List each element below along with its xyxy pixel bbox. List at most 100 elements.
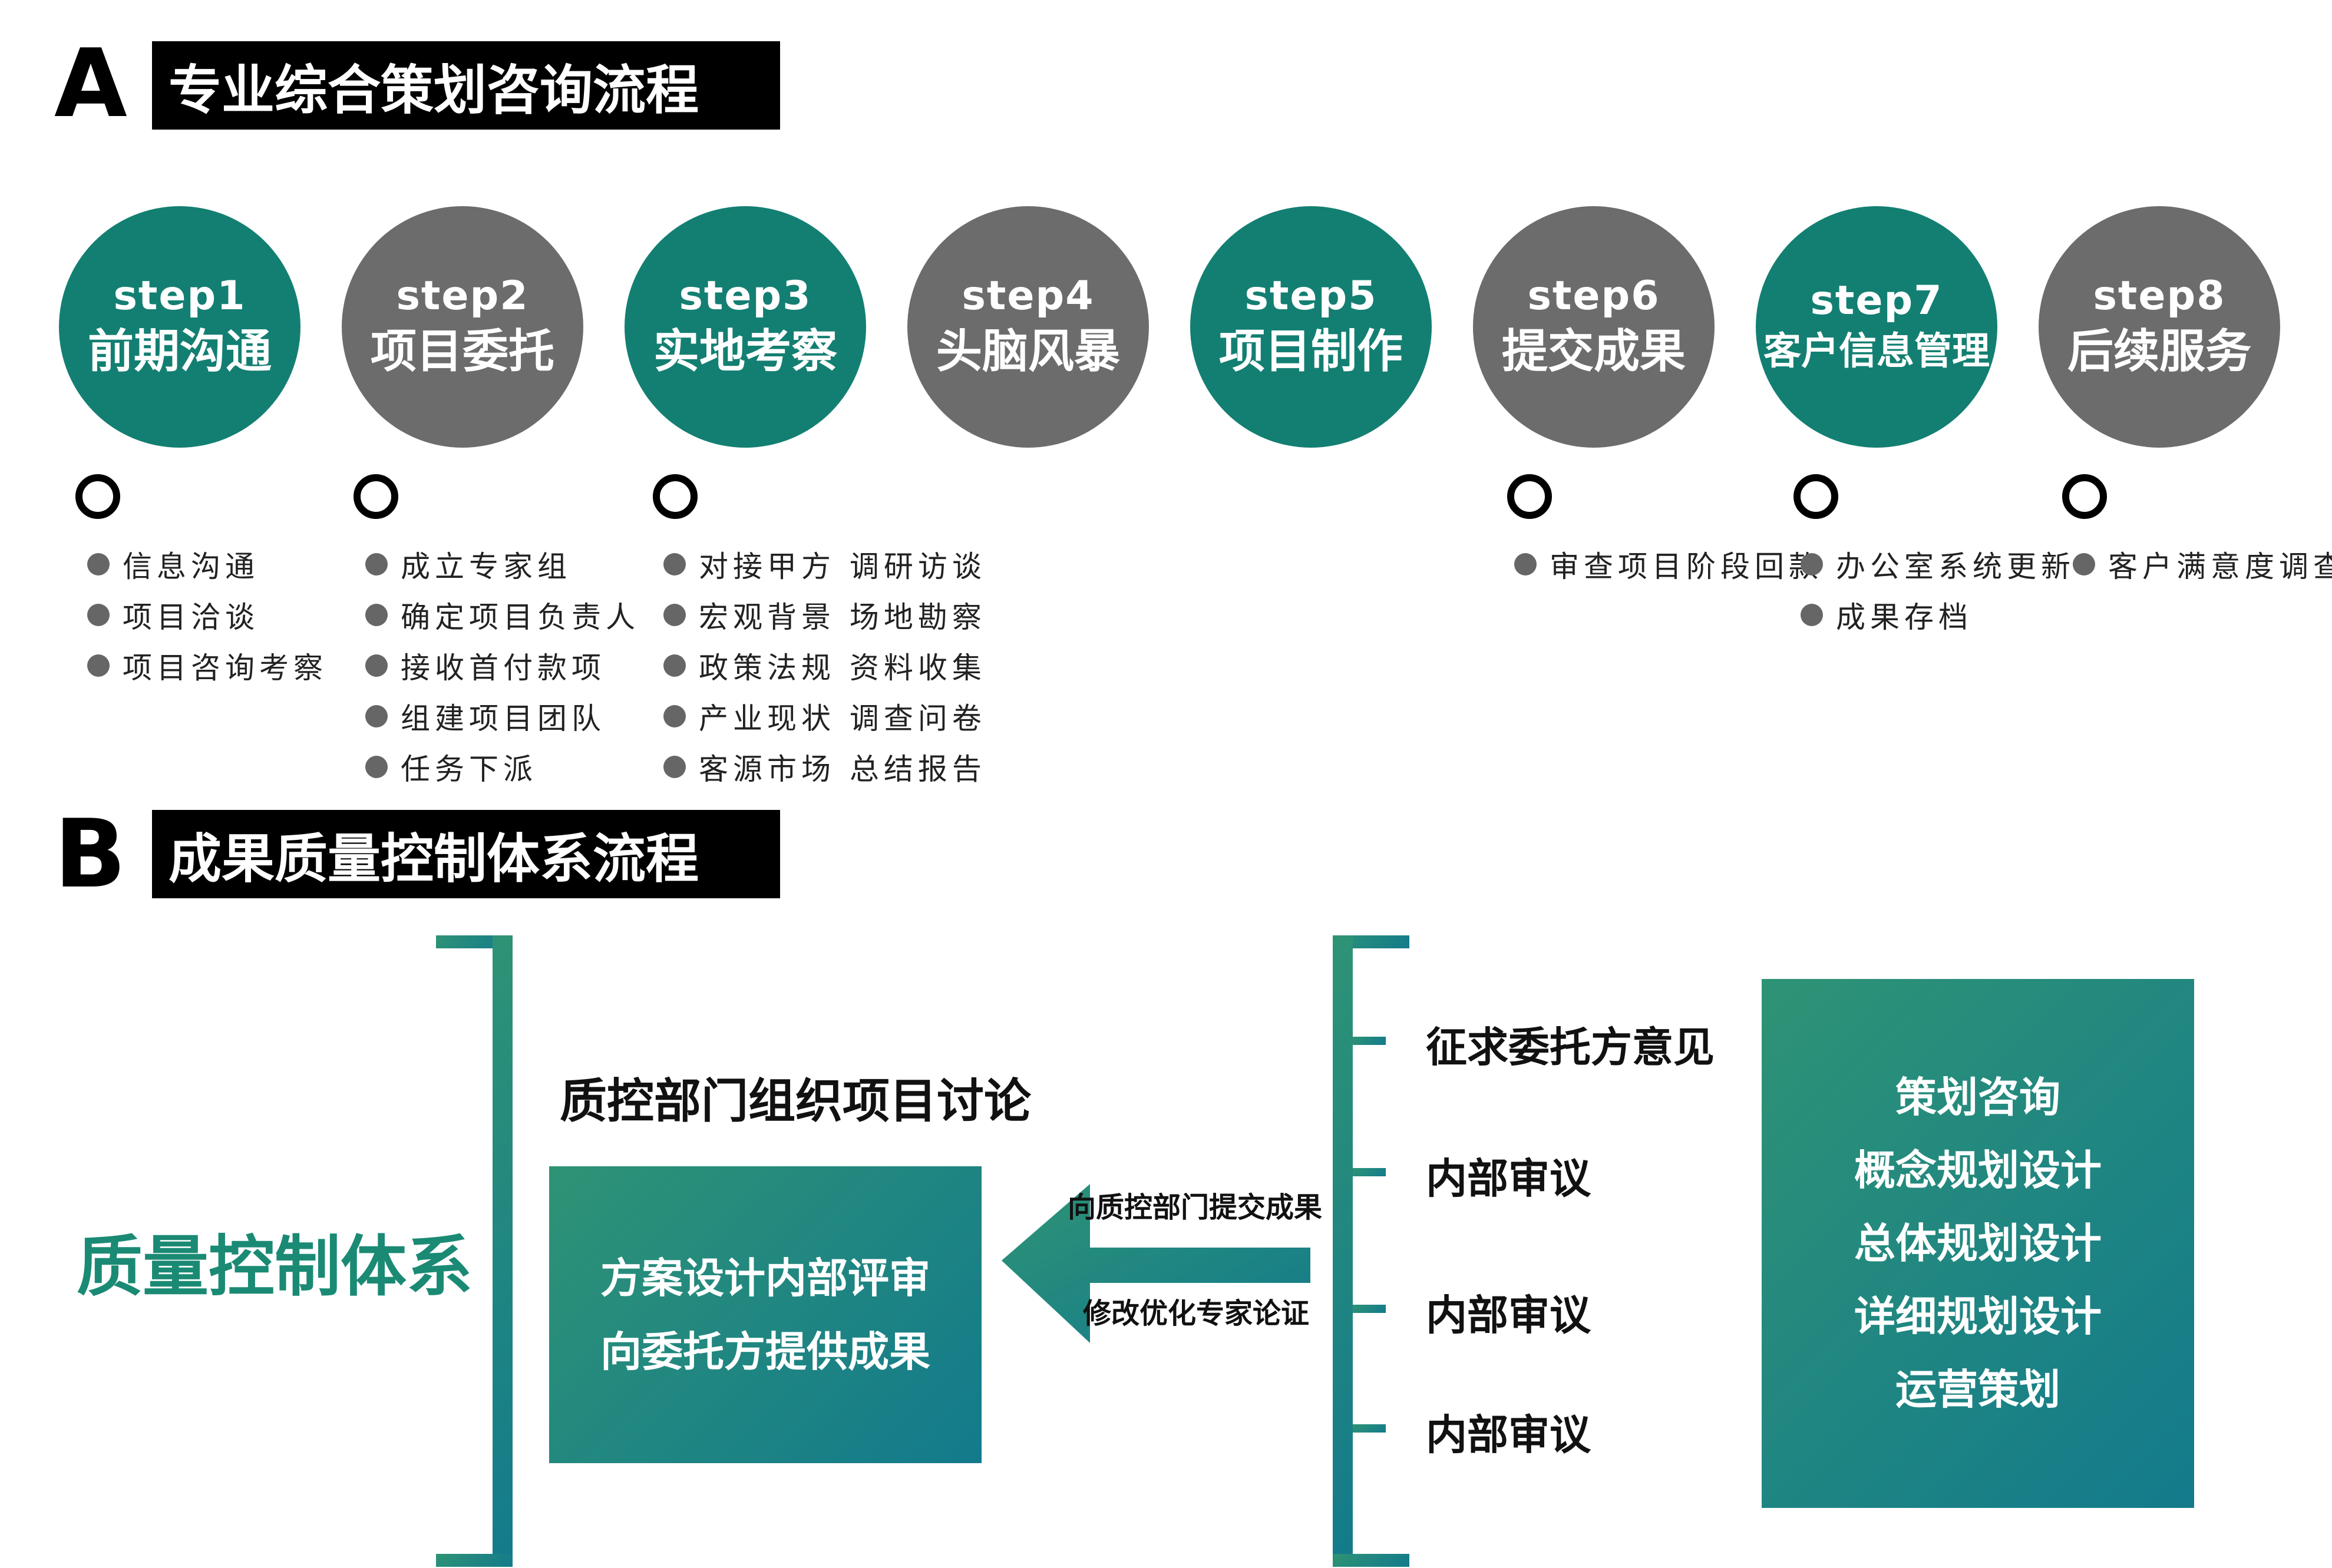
bullet-dot-icon — [365, 756, 388, 778]
step-marker-icon — [2062, 474, 2107, 519]
qc-system-label: 质量控制体系 — [77, 1229, 473, 1305]
review-label-1: 征求委托方意见 — [1426, 1023, 1715, 1071]
service-item: 总体规划设计 — [1854, 1219, 2102, 1268]
bullet-dot-icon — [87, 604, 110, 626]
bullet-dot-icon — [87, 553, 110, 575]
step-title: 前期沟通 — [87, 325, 272, 378]
bullet-dot-icon — [663, 756, 686, 778]
list-item: 对接甲方 调研访谈 — [663, 539, 986, 590]
review-label-2: 内部审议 — [1426, 1154, 1591, 1203]
list-item: 项目咨询考察 — [87, 640, 328, 691]
step-task-list: 对接甲方 调研访谈宏观背景 场地勘察政策法规 资料收集产业现状 调查问卷客源市场… — [663, 539, 986, 792]
step-marker-icon — [1507, 474, 1552, 519]
list-item: 客源市场 总结报告 — [663, 742, 986, 792]
step-marker-icon — [1793, 474, 1838, 519]
list-item-text: 接收首付款项 — [401, 651, 606, 685]
step-title: 后续服务 — [2067, 325, 2251, 378]
bullet-dot-icon — [365, 604, 388, 626]
step-task-list: 办公室系统更新成果存档 — [1801, 539, 2075, 640]
review-box-line-1: 方案设计内部评审 — [600, 1253, 930, 1302]
discussion-label: 质控部门组织项目讨论 — [560, 1073, 1031, 1129]
list-item: 产业现状 调查问卷 — [663, 691, 986, 742]
step-circle-2: step2 项目委托 — [342, 206, 583, 448]
list-item: 确定项目负责人 — [365, 590, 640, 640]
list-item-text: 客源市场 总结报告 — [699, 752, 986, 786]
service-item: 运营策划 — [1895, 1365, 2060, 1414]
bracket-tick-4 — [1353, 1424, 1386, 1433]
list-item: 客户满意度调查 — [2073, 539, 2332, 590]
list-item-text: 信息沟通 — [123, 550, 259, 584]
list-item-text: 任务下派 — [401, 752, 537, 786]
step-title: 项目制作 — [1218, 325, 1403, 378]
bullet-dot-icon — [1801, 553, 1823, 575]
service-item: 详细规划设计 — [1854, 1292, 2102, 1341]
review-box-line-2: 向委托方提供成果 — [600, 1327, 930, 1376]
list-item-text: 项目洽谈 — [123, 600, 259, 634]
list-item-text: 成果存档 — [1836, 600, 1973, 634]
section-b-letter: B — [54, 799, 126, 909]
step-number: step7 — [1810, 277, 1943, 325]
review-label-3: 内部审议 — [1426, 1291, 1591, 1339]
bullet-dot-icon — [365, 654, 388, 677]
step-marker-icon — [653, 474, 698, 519]
step-number: step4 — [962, 272, 1095, 319]
list-item: 审查项目阶段回款 — [1514, 539, 1823, 590]
service-item: 策划咨询 — [1895, 1073, 2060, 1122]
list-item-text: 确定项目负责人 — [401, 600, 640, 634]
bullet-dot-icon — [663, 654, 686, 677]
step-number: step5 — [1244, 272, 1378, 319]
bracket-tick-3 — [1353, 1305, 1386, 1313]
list-item-text: 产业现状 调查问卷 — [699, 702, 986, 736]
list-item: 项目洽谈 — [87, 590, 328, 640]
step-task-list: 客户满意度调查 — [2073, 539, 2332, 590]
bullet-dot-icon — [2073, 553, 2095, 575]
review-label-4: 内部审议 — [1426, 1410, 1591, 1459]
bullet-dot-icon — [1801, 604, 1823, 626]
arrow-label-top: 向质控部门提交成果 — [1068, 1191, 1323, 1224]
step-task-list: 审查项目阶段回款 — [1514, 539, 1823, 590]
list-item: 组建项目团队 — [365, 691, 640, 742]
list-item: 办公室系统更新 — [1801, 539, 2075, 590]
bracket-tick-2 — [1353, 1168, 1386, 1176]
section-a-title: 专业综合策划咨询流程 — [152, 41, 780, 130]
bullet-dot-icon — [663, 705, 686, 727]
list-item-text: 政策法规 资料收集 — [699, 651, 986, 685]
step-number: step3 — [679, 272, 812, 319]
step-title: 实地考察 — [653, 325, 837, 378]
list-item-text: 组建项目团队 — [401, 702, 606, 736]
service-item: 概念规划设计 — [1854, 1146, 2102, 1195]
left-bracket — [436, 935, 513, 1567]
review-box: 方案设计内部评审 向委托方提供成果 — [549, 1166, 982, 1463]
bullet-dot-icon — [663, 604, 686, 626]
section-a-letter: A — [54, 28, 127, 138]
step-task-list: 信息沟通项目洽谈项目咨询考察 — [87, 539, 328, 691]
list-item-text: 成立专家组 — [401, 550, 572, 584]
step-task-list: 成立专家组确定项目负责人接收首付款项组建项目团队任务下派 — [365, 539, 640, 792]
step-marker-icon — [75, 474, 120, 519]
section-a-title-text: 专业综合策划咨询流程 — [169, 59, 699, 121]
list-item: 成果存档 — [1801, 590, 2075, 640]
section-b-title: 成果质量控制体系流程 — [152, 810, 780, 898]
list-item: 成立专家组 — [365, 539, 640, 590]
step-title: 客户信息管理 — [1763, 330, 1990, 373]
step-circle-5: step5 项目制作 — [1190, 206, 1432, 448]
list-item-text: 项目咨询考察 — [123, 651, 328, 685]
list-item-text: 客户满意度调查 — [2108, 550, 2332, 584]
step-number: step2 — [396, 272, 529, 319]
list-item-text: 宏观背景 场地勘察 — [699, 600, 986, 634]
bullet-dot-icon — [87, 654, 110, 677]
step-title: 项目委托 — [370, 325, 554, 378]
step-title: 提交成果 — [1501, 325, 1686, 378]
section-b-title-text: 成果质量控制体系流程 — [169, 828, 699, 890]
bullet-dot-icon — [663, 553, 686, 575]
step-number: step1 — [113, 272, 246, 319]
arrow-label-bottom: 修改优化专家论证 — [1083, 1297, 1310, 1330]
list-item-text: 办公室系统更新 — [1836, 550, 2075, 584]
list-item: 政策法规 资料收集 — [663, 640, 986, 691]
bullet-dot-icon — [365, 705, 388, 727]
list-item: 信息沟通 — [87, 539, 328, 590]
step-marker-icon — [354, 474, 398, 519]
list-item: 宏观背景 场地勘察 — [663, 590, 986, 640]
